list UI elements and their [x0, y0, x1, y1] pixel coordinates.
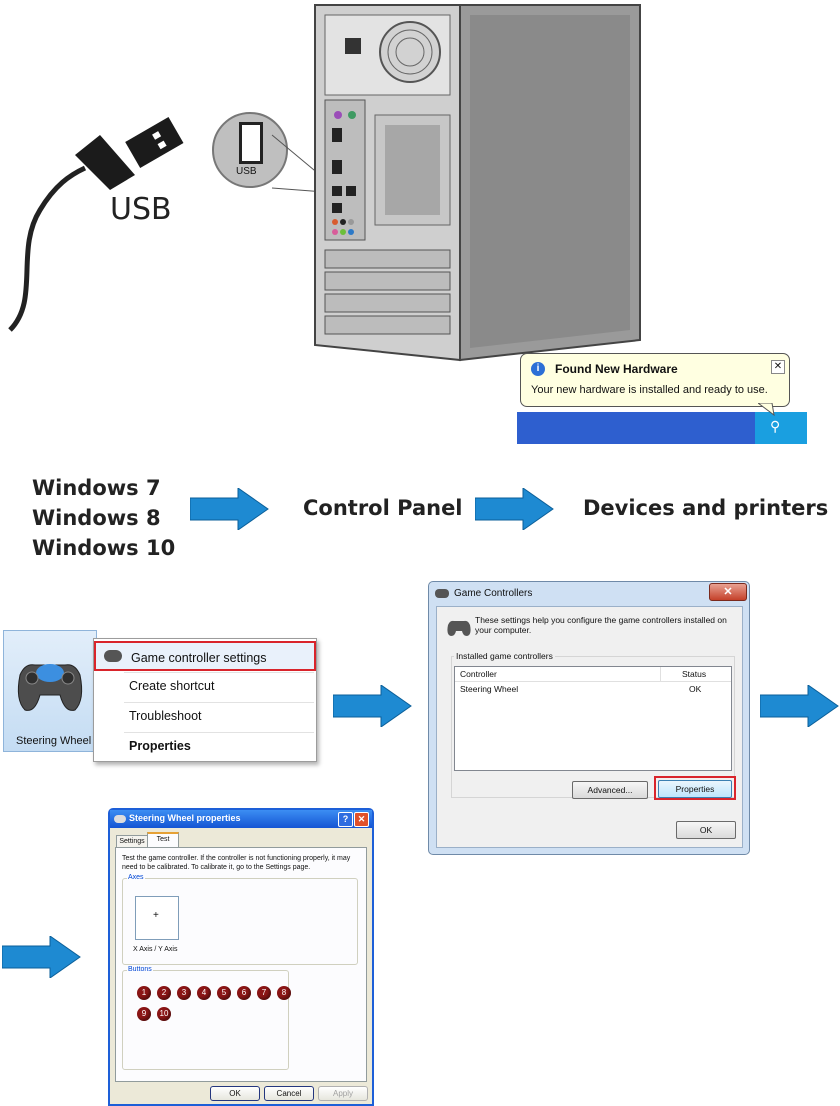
- gamepad-large-icon: [447, 620, 471, 636]
- controller-button-10: 10: [157, 1007, 171, 1021]
- arrow-icon-3: [333, 685, 412, 727]
- axes-label: Axes: [127, 874, 145, 881]
- control-panel-label: Control Panel: [303, 496, 463, 520]
- table-row[interactable]: Steering Wheel OK: [455, 683, 731, 696]
- close-button[interactable]: ✕: [354, 812, 369, 827]
- menu-separator: [124, 702, 314, 703]
- crosshair-icon: +: [153, 910, 159, 921]
- context-menu: Game controller settings Create shortcut…: [93, 638, 317, 762]
- game-controllers-window: Game Controllers ✕ These settings help y…: [428, 581, 750, 855]
- menu-separator: [124, 732, 314, 733]
- gamepad-icon: [17, 664, 83, 711]
- arrow-icon-5: [2, 936, 81, 978]
- properties-highlight: [654, 776, 736, 800]
- title-bar: [110, 810, 372, 828]
- controller-button-5: 5: [217, 986, 231, 1000]
- list-header: [455, 667, 731, 682]
- gamepad-title-icon: [435, 589, 449, 598]
- notification-balloon: i Found New Hardware Your new hardware i…: [520, 353, 790, 407]
- menu-item-properties[interactable]: Properties: [129, 739, 191, 753]
- gamepad-title-icon: [114, 815, 126, 823]
- buttons-group: Buttons 1 2 3 4 5 6 7 8 9 10: [122, 966, 291, 1070]
- usb-port-icon: [239, 122, 263, 164]
- installed-controllers-group: Installed game controllers Controller St…: [451, 651, 736, 800]
- arrow-icon-1: [190, 488, 269, 530]
- row-controller: Steering Wheel: [460, 684, 519, 694]
- ok-button[interactable]: OK: [210, 1086, 260, 1101]
- close-icon[interactable]: ✕: [771, 360, 785, 374]
- info-icon: i: [531, 362, 545, 376]
- row-status: OK: [689, 684, 702, 694]
- os-windows-8: Windows 8: [32, 506, 161, 530]
- dialog-description: These settings help you configure the ga…: [475, 615, 727, 635]
- dialog-body: These settings help you configure the ga…: [436, 606, 743, 848]
- controller-button-2: 2: [157, 986, 171, 1000]
- advanced-button[interactable]: Advanced...: [572, 781, 648, 799]
- notification-message: Your new hardware is installed and ready…: [531, 384, 768, 396]
- devices-and-printers-label: Devices and printers: [583, 496, 829, 520]
- xy-axis-caption: X Axis / Y Axis: [133, 946, 178, 953]
- group-label: Installed game controllers: [454, 651, 555, 661]
- controller-button-9: 9: [137, 1007, 151, 1021]
- usb-port-magnifier: USB: [212, 112, 288, 188]
- menu-item-troubleshoot[interactable]: Troubleshoot: [129, 709, 202, 723]
- notification-title: Found New Hardware: [555, 362, 678, 376]
- axes-group: Axes + X Axis / Y Axis: [122, 874, 358, 965]
- tray-area: [755, 412, 807, 444]
- menu-separator: [124, 672, 314, 673]
- steering-wheel-device-tile[interactable]: Steering Wheel: [3, 630, 97, 752]
- buttons-label: Buttons: [127, 966, 153, 973]
- menu-item-label: Game controller settings: [131, 651, 267, 665]
- gamepad-small-icon: [104, 650, 122, 662]
- window-title: Game Controllers: [454, 588, 533, 599]
- arrow-icon-2: [475, 488, 554, 530]
- column-header-status[interactable]: Status: [682, 669, 707, 679]
- pc-tower-illustration: [314, 4, 641, 362]
- help-button[interactable]: ?: [338, 812, 353, 827]
- menu-item-create-shortcut[interactable]: Create shortcut: [129, 679, 215, 693]
- os-windows-10: Windows 10: [32, 536, 176, 560]
- properties-button[interactable]: Properties: [658, 780, 732, 798]
- controller-button-3: 3: [177, 986, 191, 1000]
- controller-button-7: 7: [257, 986, 271, 1000]
- menu-item-game-controller-settings[interactable]: Game controller settings: [94, 641, 316, 671]
- tab-settings[interactable]: Settings: [116, 835, 148, 847]
- usb-cable-illustration: [8, 117, 184, 332]
- controllers-list[interactable]: Controller Status Steering Wheel OK: [454, 666, 732, 771]
- controller-button-1: 1: [137, 986, 151, 1000]
- column-header-controller[interactable]: Controller: [460, 669, 497, 679]
- controller-button-8: 8: [277, 986, 291, 1000]
- window-title: Steering Wheel properties: [129, 813, 241, 823]
- xy-axis-box: +: [135, 896, 179, 940]
- controller-button-4: 4: [197, 986, 211, 1000]
- arrow-icon-4: [760, 685, 839, 727]
- apply-button[interactable]: Apply: [318, 1086, 368, 1101]
- tab-test[interactable]: Test: [147, 832, 179, 849]
- close-button[interactable]: ✕: [709, 583, 747, 601]
- steering-wheel-properties-window: Steering Wheel properties ? ✕ Settings T…: [108, 808, 374, 1106]
- column-divider: [660, 667, 661, 681]
- tab-panel: Test the game controller. If the control…: [115, 847, 367, 1082]
- usb-port-label: USB: [236, 166, 257, 177]
- os-windows-7: Windows 7: [32, 476, 161, 500]
- device-label: Steering Wheel: [16, 735, 92, 747]
- controller-button-6: 6: [237, 986, 251, 1000]
- tray-hardware-icon[interactable]: ⚲: [770, 418, 781, 434]
- test-instruction: Test the game controller. If the control…: [122, 855, 351, 871]
- ok-button[interactable]: OK: [676, 821, 736, 839]
- usb-cable-label: USB: [110, 192, 172, 227]
- balloon-pointer: [758, 403, 775, 417]
- cancel-button[interactable]: Cancel: [264, 1086, 314, 1101]
